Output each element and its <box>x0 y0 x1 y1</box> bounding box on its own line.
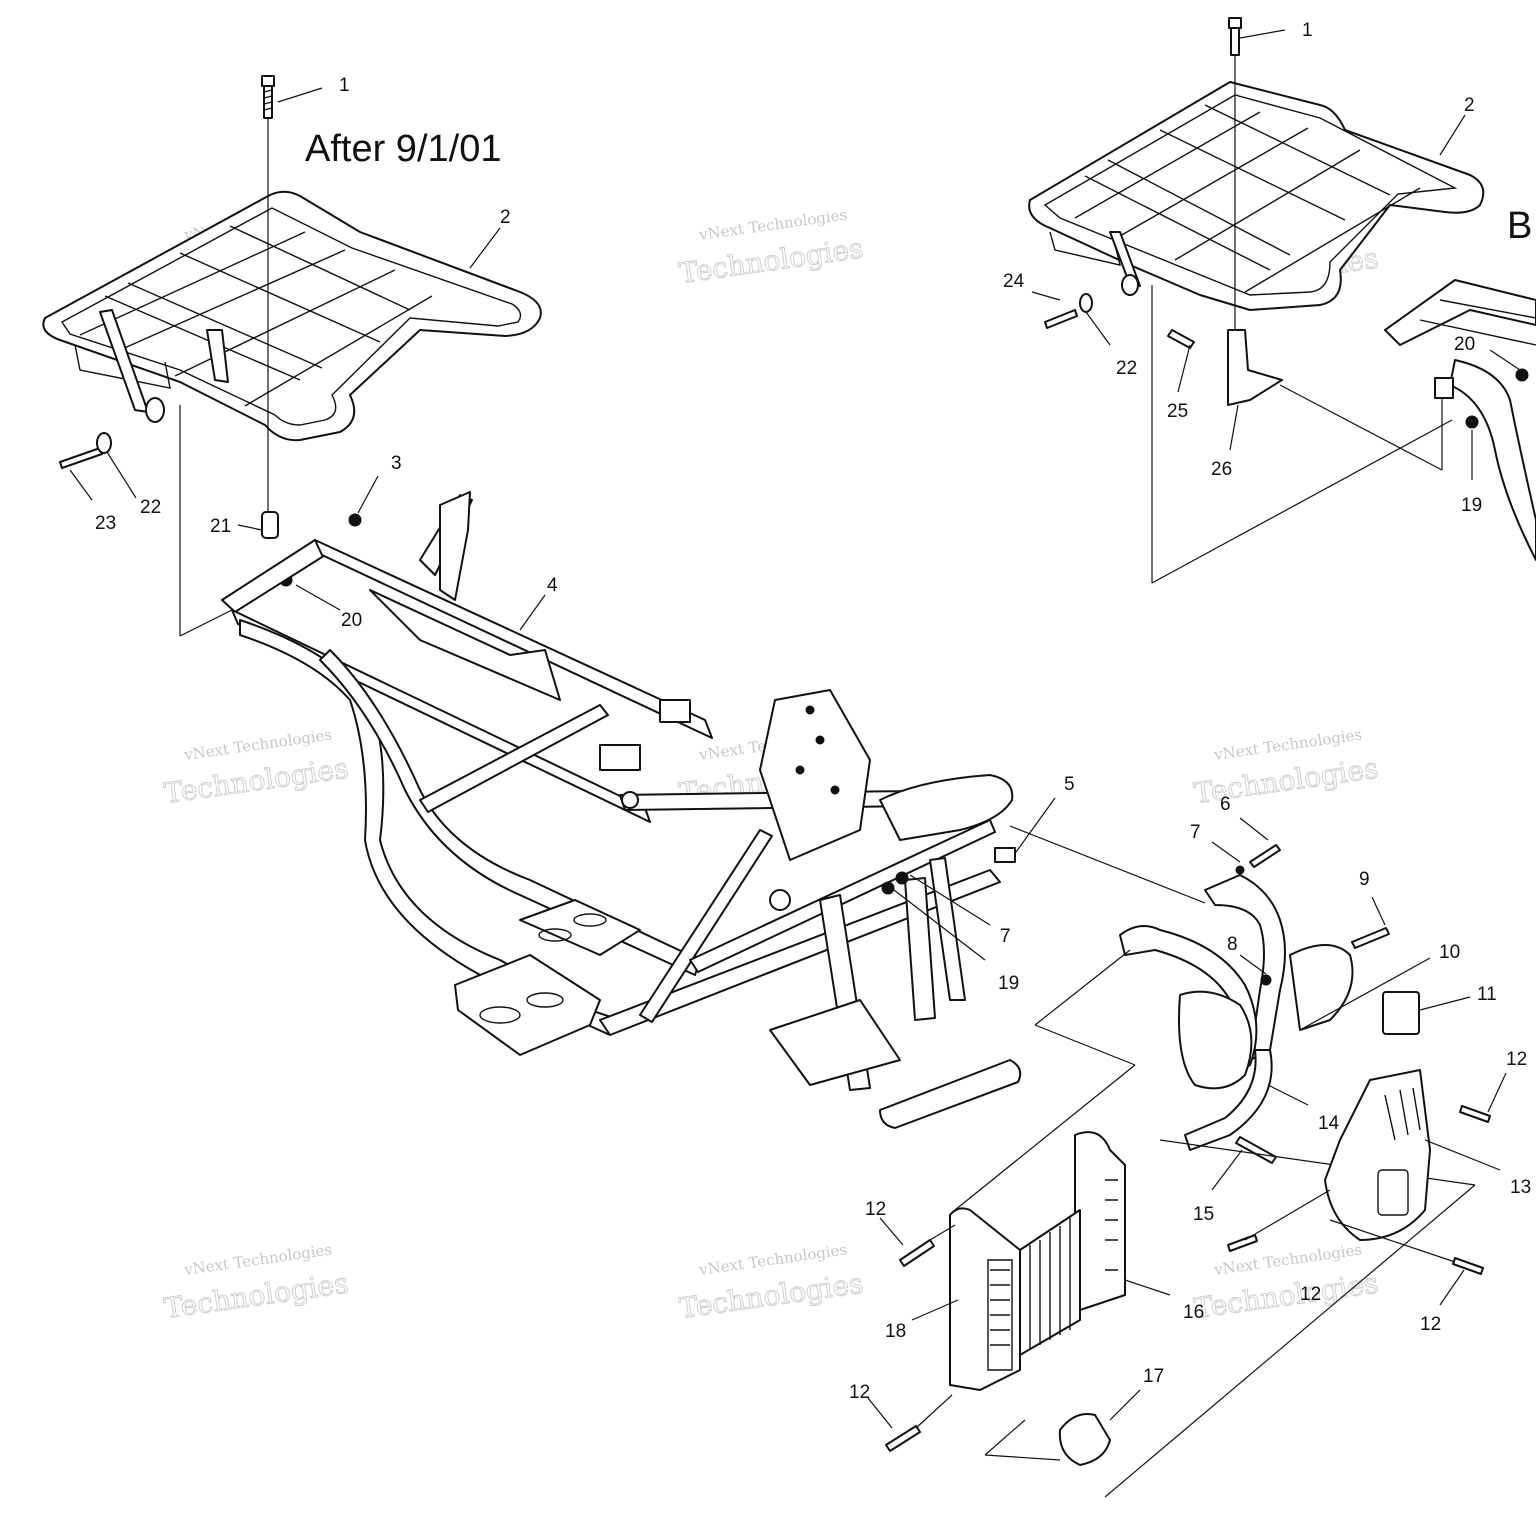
block-11 <box>1382 991 1420 1035</box>
nut-7-left <box>895 871 909 885</box>
bolt-15 <box>1235 1136 1277 1164</box>
washer-22-left <box>96 432 112 454</box>
callout-4: 4 <box>547 575 558 596</box>
spacer-21 <box>261 511 279 539</box>
callout-1-right: 1 <box>1302 20 1313 41</box>
callout-6: 6 <box>1220 794 1231 815</box>
heading-before-date-partial: B <box>1507 205 1532 247</box>
callout-12-skid-right: 12 <box>1420 1314 1441 1335</box>
watermark: vNext Technologies Technologies <box>677 205 866 290</box>
nut-3 <box>348 513 362 527</box>
nut-8 <box>1260 974 1272 986</box>
bolt-12-skid-left <box>1227 1234 1258 1252</box>
callout-14: 14 <box>1318 1113 1340 1134</box>
callout-11: 11 <box>1477 984 1497 1005</box>
bolt-12-skid-right <box>1452 1257 1484 1275</box>
callout-5: 5 <box>1064 774 1075 795</box>
callout-9: 9 <box>1359 869 1370 890</box>
callout-2-left: 2 <box>500 207 511 228</box>
bracket-26 <box>1227 329 1283 406</box>
watermark: vNext Technologies Technologies <box>162 1240 351 1325</box>
callout-15: 15 <box>1193 1204 1214 1225</box>
watermark: vNext Technologies Technologies <box>162 725 351 810</box>
skid-plate-13 <box>1324 1069 1431 1241</box>
callout-7-left: 7 <box>1000 926 1011 947</box>
main-frame <box>221 491 1022 1129</box>
bolt-12-radiator-top <box>899 1239 935 1267</box>
rear-rack-left <box>42 190 542 442</box>
callout-16: 16 <box>1183 1302 1204 1323</box>
callout-12-skid-left: 12 <box>1300 1284 1321 1305</box>
nut-19-right <box>1465 415 1479 429</box>
callout-2-right: 2 <box>1464 95 1475 116</box>
callout-17: 17 <box>1143 1366 1164 1387</box>
heading-after-date: After 9/1/01 <box>305 128 501 170</box>
bolt-23 <box>59 447 103 469</box>
watermark: vNext Technologies Technologies <box>677 1240 866 1325</box>
callout-26: 26 <box>1211 459 1232 480</box>
callout-1-left: 1 <box>339 75 350 96</box>
radiator-core <box>1019 1209 1081 1356</box>
callout-19-right: 19 <box>1461 495 1482 516</box>
bolt-1-right <box>1228 17 1242 56</box>
bracket-17 <box>1058 1413 1111 1466</box>
callout-3: 3 <box>391 453 402 474</box>
callout-7-right: 7 <box>1190 822 1201 843</box>
callout-19-left: 19 <box>998 973 1019 994</box>
bolt-25 <box>1167 329 1195 349</box>
callout-23: 23 <box>95 513 116 534</box>
callout-12-skid-top: 12 <box>1506 1049 1527 1070</box>
callout-12-radiator-bottom: 12 <box>849 1382 870 1403</box>
bolt-1-left <box>261 75 275 119</box>
bolt-9 <box>1351 927 1390 949</box>
bolt-12-radiator-bottom <box>885 1425 921 1452</box>
watermark: vNext Technologies Technologies <box>1192 725 1381 810</box>
nut-20-right <box>1515 368 1529 382</box>
bolt-24 <box>1044 309 1078 329</box>
callout-24: 24 <box>1003 271 1025 292</box>
bolt-12-skid-top <box>1459 1105 1491 1123</box>
callout-8: 8 <box>1227 934 1238 955</box>
watermark: vNext Technologies Technologies <box>1192 1240 1381 1325</box>
callout-25: 25 <box>1167 401 1188 422</box>
rear-rack-right <box>1028 81 1485 311</box>
callout-12-radiator-top: 12 <box>865 1199 886 1220</box>
frame-partial-right <box>1384 279 1536 561</box>
bolt-6 <box>1249 844 1281 868</box>
callout-13: 13 <box>1510 1177 1531 1198</box>
callout-22-left: 22 <box>140 497 161 518</box>
nut-19-left <box>881 881 895 895</box>
block-5 <box>994 847 1016 863</box>
washer-22-right <box>1079 293 1093 313</box>
side-plate-18 <box>949 1207 1021 1391</box>
front-bumper <box>1119 874 1354 1151</box>
callout-labels: 1 2 3 4 20 21 22 23 5 7 19 6 7 9 8 10 11… <box>95 20 1531 1403</box>
callout-18: 18 <box>885 1321 906 1342</box>
leader-lines <box>69 29 1521 1429</box>
callout-10: 10 <box>1439 942 1460 963</box>
guard-16 <box>1074 1131 1126 1311</box>
callout-21: 21 <box>210 516 231 537</box>
callout-20-left: 20 <box>341 610 362 631</box>
callout-20-right: 20 <box>1454 334 1475 355</box>
callout-22-right: 22 <box>1116 358 1137 379</box>
nut-7-right <box>1235 865 1245 875</box>
